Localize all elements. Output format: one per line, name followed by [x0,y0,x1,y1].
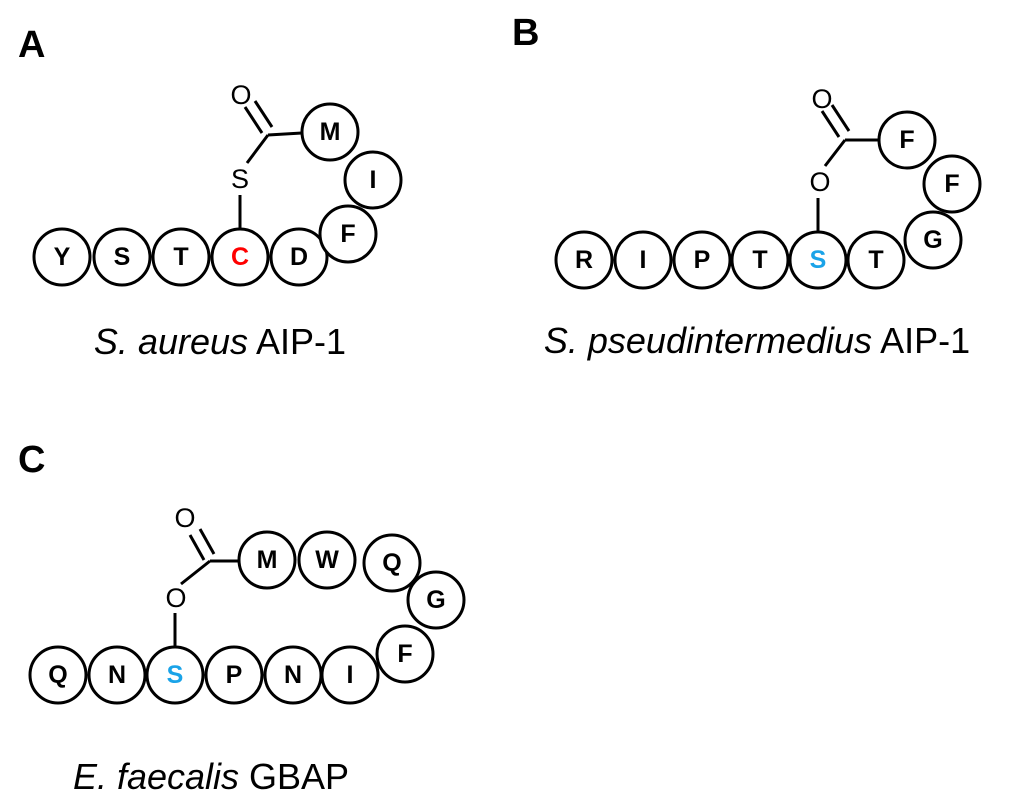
panel-a-residue-label: T [173,243,188,271]
panel-a-residue: D [269,227,329,287]
panel-c-residue: P [204,645,264,705]
panel-b-residue: T [730,230,790,290]
panel-b-residue: G [903,210,963,270]
panel-b-ester-bond [823,139,847,167]
panel-a-residue: T [151,227,211,287]
panel-a-sulfur-atom: S [231,164,249,194]
panel-a-thioester-bond [245,134,270,164]
panel-a-residue-label: D [290,243,308,271]
panel-b-residue: F [922,154,982,214]
panel-c-residue-label-serine: S [167,661,184,689]
panel-a-residue-label: F [340,220,355,248]
panel-a: A S O Y S T C D [18,24,403,362]
panel-c-residue: M [237,530,297,590]
panel-c-residue: W [297,530,357,590]
panel-b-residue: R [554,230,614,290]
panel-c-caption: E. faecalis GBAP [73,756,349,797]
panel-b-residue-label-serine: S [810,246,827,274]
panel-c-residue-label: N [108,661,126,689]
panel-b-residue-label: R [575,246,593,274]
panel-a-carbonyl-double-bond-1 [243,106,264,134]
panel-c-residue-label: G [426,586,445,614]
panel-a-carbonyl-double-bond-2 [253,100,274,128]
panel-c-residue: Q [28,645,88,705]
panel-b-residue-label: I [640,246,647,274]
panel-a-residue: I [343,150,403,210]
panel-c-residue-label: F [397,640,412,668]
panel-c-residue-label: Q [382,549,401,577]
panel-a-carbonyl-oxygen: O [230,80,251,110]
panel-b-residue-label: P [694,246,711,274]
panel-a-residue: S [92,227,152,287]
panel-c-ester-oxygen: O [165,583,186,613]
panel-c-residue-label: Q [48,661,67,689]
panel-c-ester-bond [180,559,211,586]
panel-b-residue: I [613,230,673,290]
panel-c-residue-label: I [347,661,354,689]
panel-b: B O O R I P T S [512,12,982,361]
panel-c-carbonyl-oxygen: O [174,503,195,533]
panel-c-residue: N [87,645,147,705]
panel-a-residue-label: Y [54,243,71,271]
panel-a-residue: F [318,204,378,264]
panel-b-residue-label: F [899,126,914,154]
panel-a-residue-label: M [320,118,341,146]
panel-b-ester-oxygen: O [809,167,830,197]
panel-c-residue: G [406,570,466,630]
panel-a-residue-label: S [114,243,131,271]
panel-c-residue: N [263,645,323,705]
panel-c-residue: F [375,624,435,684]
panel-a-carbonyl-to-m-bond [267,131,303,137]
panel-a-residue: C [210,227,270,287]
panel-b-caption-species: S. pseudintermedius [544,320,872,361]
panel-b-residue-label: T [752,246,767,274]
panel-b-carbonyl-oxygen: O [811,84,832,114]
panel-a-residue: M [300,102,360,162]
panel-a-residue-label: I [370,166,377,194]
panel-b-residue-label: T [868,246,883,274]
panel-c: C O O Q N S P N [18,439,466,797]
panel-c-residue-label: N [284,661,302,689]
panel-a-residue-label-cysteine: C [231,243,249,271]
panel-b-residue: P [672,230,732,290]
panel-b-letter: B [512,12,539,54]
panel-c-caption-species: E. faecalis [73,756,239,797]
panel-a-residue: Y [32,227,92,287]
panel-c-residue: S [145,645,205,705]
panel-c-caption-peptide: GBAP [239,756,349,797]
panel-a-letter: A [18,24,45,66]
panel-b-residue-label: F [944,170,959,198]
panel-b-residue-label: G [923,226,942,254]
panel-b-residue: T [846,230,906,290]
panel-c-carbonyl-double-bond-1 [188,534,206,561]
panel-b-residue: F [877,110,937,170]
panel-a-caption: S. aureus AIP-1 [94,321,346,362]
panel-b-carbonyl-double-bond-1 [820,110,841,138]
panel-a-caption-species: S. aureus [94,321,248,362]
panel-b-caption-peptide: AIP-1 [872,320,970,361]
panel-c-residue-label: P [226,661,243,689]
panel-c-residue: Q [362,533,422,593]
panel-c-letter: C [18,439,45,481]
panel-a-caption-peptide: AIP-1 [248,321,346,362]
panel-b-carbonyl-double-bond-2 [830,104,851,132]
panel-c-carbonyl-double-bond-2 [198,528,216,555]
panel-b-residue: S [788,230,848,290]
panel-c-residue-label: W [315,546,339,574]
panel-b-caption: S. pseudintermedius AIP-1 [544,320,970,361]
panel-c-residue-label: M [257,546,278,574]
panel-c-residue: I [320,645,380,705]
